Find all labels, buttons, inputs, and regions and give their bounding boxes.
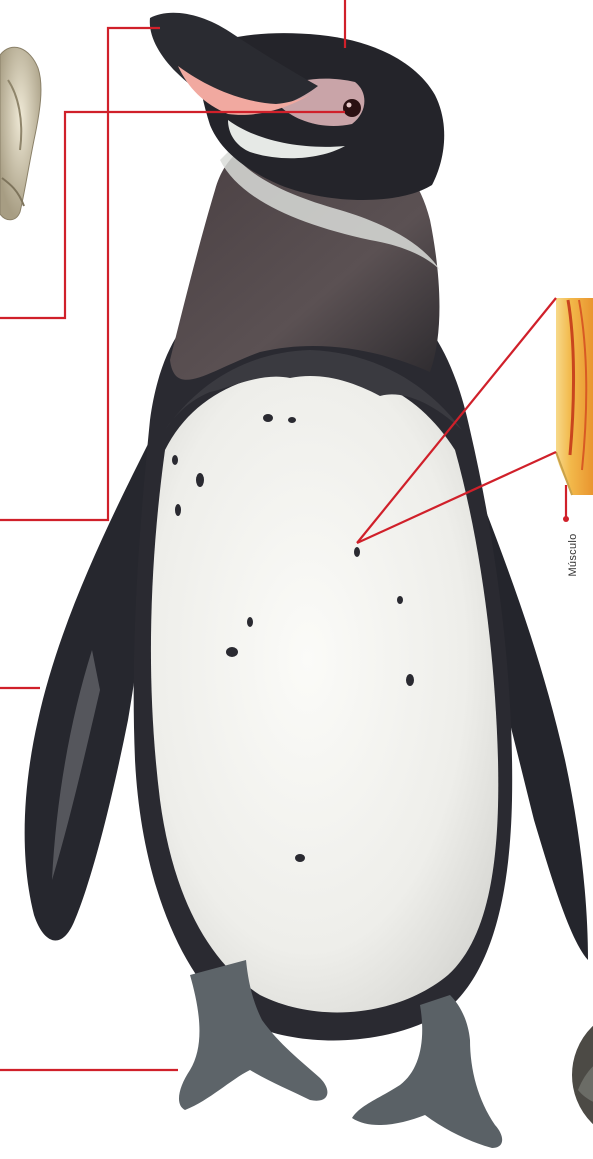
skin-cross-section-illustration (556, 298, 593, 495)
callout-dot-muscle (563, 516, 569, 522)
muscle-label: Músculo (567, 525, 581, 585)
round-inset-photo (570, 1005, 593, 1145)
galapagos-penguin-photo (25, 13, 588, 1148)
skull-illustration (0, 47, 41, 220)
